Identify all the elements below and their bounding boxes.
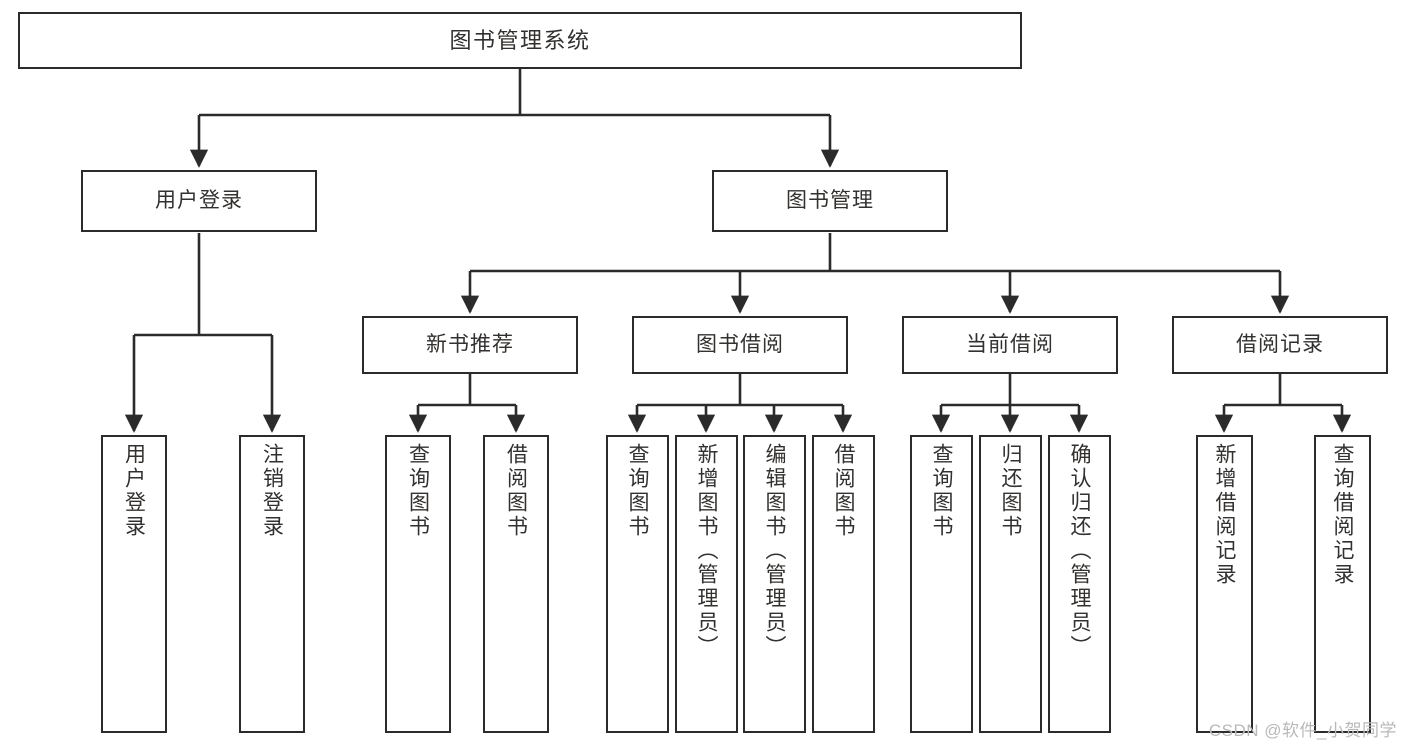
leaf-return-book[interactable]: 归还图书	[979, 435, 1042, 733]
node-label: 用户登录	[122, 443, 146, 539]
node-label: 借阅记录	[1236, 332, 1324, 356]
leaf-confirm-return-admin[interactable]: 确认归还（管理员）	[1048, 435, 1111, 733]
node-label: 借阅图书	[832, 443, 855, 539]
node-label: 注销登录	[260, 443, 284, 539]
node-root-book-management-system[interactable]: 图书管理系统	[18, 12, 1022, 69]
leaf-edit-book-admin[interactable]: 编辑图书（管理员）	[743, 435, 806, 733]
node-label: 图书管理系统	[449, 27, 591, 53]
leaf-query-book-current[interactable]: 查询图书	[910, 435, 973, 733]
node-label: 查询借阅记录	[1331, 443, 1354, 587]
node-label: 归还图书	[999, 443, 1022, 539]
node-label: 确认归还（管理员）	[1068, 443, 1091, 659]
node-label: 新书推荐	[426, 332, 514, 356]
node-label: 图书管理	[786, 188, 874, 212]
node-label: 当前借阅	[966, 332, 1054, 356]
node-user-login[interactable]: 用户登录	[81, 170, 317, 232]
leaf-borrow-book-recommendation[interactable]: 借阅图书	[483, 435, 549, 733]
node-label: 查询图书	[626, 443, 649, 539]
node-label: 查询图书	[406, 443, 430, 539]
csdn-watermark: CSDN @软件_小贺同学	[1208, 721, 1397, 740]
node-label: 查询图书	[930, 443, 953, 539]
node-current-borrowing[interactable]: 当前借阅	[902, 316, 1118, 374]
leaf-add-book-admin[interactable]: 新增图书（管理员）	[675, 435, 738, 733]
leaf-query-book-recommendation[interactable]: 查询图书	[385, 435, 451, 733]
node-label: 用户登录	[155, 188, 243, 212]
node-book-management[interactable]: 图书管理	[712, 170, 948, 232]
leaf-query-borrowing-record[interactable]: 查询借阅记录	[1314, 435, 1371, 733]
leaf-user-login[interactable]: 用户登录	[101, 435, 167, 733]
node-label: 借阅图书	[504, 443, 528, 539]
node-label: 新增图书（管理员）	[695, 443, 718, 659]
leaf-add-borrowing-record[interactable]: 新增借阅记录	[1196, 435, 1253, 733]
leaf-logout[interactable]: 注销登录	[239, 435, 305, 733]
node-label: 图书借阅	[696, 332, 784, 356]
node-new-book-recommendation[interactable]: 新书推荐	[362, 316, 578, 374]
node-label: 新增借阅记录	[1213, 443, 1236, 587]
leaf-borrow-book-borrowing[interactable]: 借阅图书	[812, 435, 875, 733]
node-label: 编辑图书（管理员）	[763, 443, 786, 659]
node-book-borrowing[interactable]: 图书借阅	[632, 316, 848, 374]
leaf-query-book-borrowing[interactable]: 查询图书	[606, 435, 669, 733]
node-borrowing-record[interactable]: 借阅记录	[1172, 316, 1388, 374]
